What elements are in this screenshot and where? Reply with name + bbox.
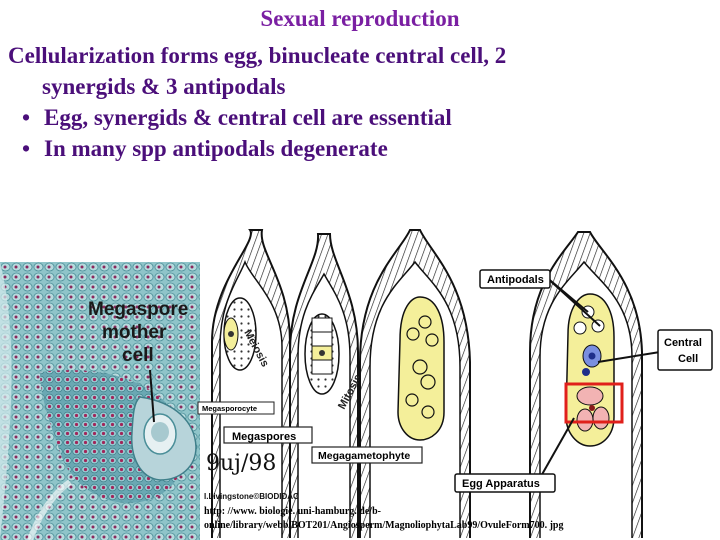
megaspore-label-line-1: Megaspore xyxy=(88,299,188,320)
central-cell-label-line-2: Cell xyxy=(678,353,698,365)
megaspore-pointer-line xyxy=(149,369,155,423)
ovule-stage-megaspores xyxy=(289,233,359,538)
megaspores-label: Megaspores xyxy=(232,431,296,443)
megaspore-label-line-2: mother xyxy=(102,322,167,343)
source-url-line-1[interactable]: http: //www. biologie. uni-hamburg. de/b… xyxy=(204,506,381,517)
micrograph-image: Megaspore mother cell xyxy=(0,262,200,540)
central-cell-label-line-1: Central xyxy=(664,337,702,349)
body-line-1: Cellularization forms egg, binucleate ce… xyxy=(8,43,507,68)
ovule-development-figure: Megaspore mother cell Megasporocyte Meio… xyxy=(0,229,713,540)
source-url[interactable]: http: //www. biologie. uni-hamburg. de/b… xyxy=(204,505,563,533)
ovule-stage-embryo-sac xyxy=(529,231,643,538)
source-url-line-2[interactable]: online/library/webb/BOT201/Angiosperm/Ma… xyxy=(204,520,564,531)
bullet-text-essential: Egg, synergids & central cell are essent… xyxy=(44,105,452,130)
ovule-stage-megasporocyte: Megasporocyte xyxy=(197,229,291,538)
bullet-item-degenerate: • In many spp antipodals degenerate xyxy=(8,133,708,164)
ovule-stage-megagametophyte xyxy=(359,229,471,538)
megaspore-label-line-3: cell xyxy=(122,345,154,366)
slide-title: Sexual reproduction xyxy=(260,6,460,31)
bullet-item-essential: • Egg, synergids & central cell are esse… xyxy=(8,102,708,133)
image-credit: I.Livingstone©BIODIDAC xyxy=(204,492,299,501)
bullet-icon: • xyxy=(21,105,31,130)
bullet-text-degenerate: In many spp antipodals degenerate xyxy=(44,136,388,161)
bullet-icon: • xyxy=(21,136,31,161)
antipodals-label: Antipodals xyxy=(487,274,544,286)
egg-apparatus-label: Egg Apparatus xyxy=(462,478,540,490)
egg-apparatus-highlight-box xyxy=(564,382,624,424)
body-line-2: synergids & 3 antipodals xyxy=(42,74,286,99)
megasporocyte-label: Megasporocyte xyxy=(202,404,257,413)
slide-body: Cellularization forms egg, binucleate ce… xyxy=(8,40,708,164)
artist-signature: 9uj/98 xyxy=(206,451,276,476)
megagametophyte-label: Megagametophyte xyxy=(318,450,410,462)
